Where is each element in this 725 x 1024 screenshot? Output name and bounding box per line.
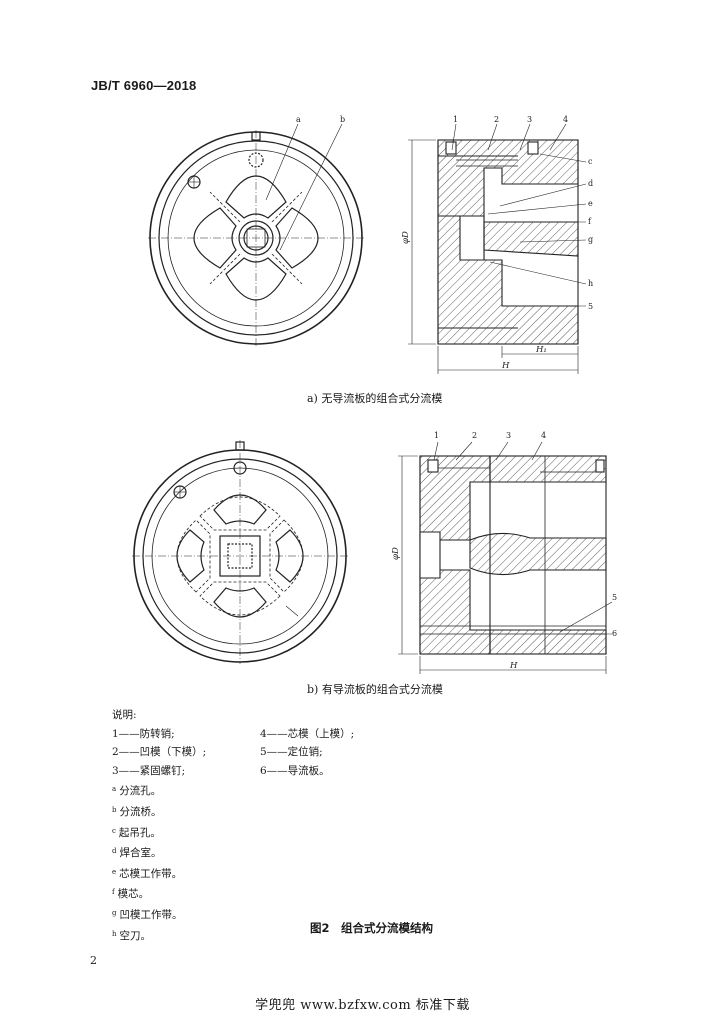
section-view-b — [419, 455, 607, 655]
section-b-label-3: 3 — [506, 431, 511, 440]
legend-item: 3——紧固螺钉; — [112, 764, 186, 777]
section-a-label-2: 2 — [494, 115, 499, 124]
section-leaders-b — [398, 441, 613, 674]
section-a-label-4: 4 — [563, 115, 568, 124]
legend-item: 5——定位销; — [260, 746, 323, 759]
section-a-label-g: g — [588, 235, 593, 244]
dim-h1-a: H₁ — [535, 345, 547, 355]
section-a-label-e: e — [588, 199, 593, 208]
dim-diameter-b: φD — [391, 547, 401, 560]
callout-a: a — [296, 115, 301, 124]
section-a-label-3: 3 — [527, 115, 532, 124]
notes-block: 说明: 1——防转销; 4——芯模（上模）; 2——凹模（下模）; 5——定位销… — [112, 706, 400, 945]
figure-a-caption: a) 无导流板的组合式分流模 — [307, 392, 443, 405]
section-a-label-1: 1 — [453, 115, 458, 124]
dim-h-b: H — [509, 661, 518, 671]
figure-title: 图2 组合式分流模结构 — [310, 921, 434, 935]
figure-b-drawing: 1 2 3 4 5 6 φD H — [132, 431, 617, 674]
front-view-a — [148, 123, 364, 346]
dim-diameter-a: φD — [401, 231, 411, 244]
legend-list: 1——防转销; 4——芯模（上模）; 2——凹模（下模）; 5——定位销; 3—… — [112, 725, 400, 781]
legend-item: 2——凹模（下模）; — [112, 746, 207, 759]
section-a-label-5: 5 — [588, 302, 593, 311]
front-view-b — [132, 440, 348, 664]
legend-item: 4——芯模（上模）; — [260, 727, 355, 740]
figure-b-caption: b) 有导流板的组合式分流模 — [307, 683, 443, 696]
page-number: 2 — [90, 954, 97, 967]
standard-number: JB/T 6960—2018 — [91, 78, 197, 93]
section-a-label-d: d — [588, 179, 593, 188]
dim-h-a: H — [501, 361, 510, 371]
section-a-label-c: c — [588, 157, 593, 166]
section-b-label-6: 6 — [612, 629, 617, 638]
callout-b: b — [340, 115, 345, 124]
section-leaders-a — [408, 123, 587, 374]
notes-title: 说明: — [112, 709, 137, 721]
section-b-label-2: 2 — [472, 431, 477, 440]
footer-watermark: 学兜兜 www.bzfxw.com 标准下载 — [255, 998, 470, 1013]
section-b-label-5: 5 — [612, 593, 617, 602]
legend-item: 1——防转销; — [112, 727, 175, 740]
figure-a-drawing: a b 1 2 3 4 5 c d — [148, 115, 593, 374]
section-b-label-4: 4 — [541, 431, 546, 440]
section-b-label-1: 1 — [434, 431, 439, 440]
section-a-label-h: h — [588, 279, 593, 288]
legend-item: 6——导流板。 — [260, 764, 330, 777]
section-a-label-f: f — [588, 217, 592, 226]
section-view-a — [437, 139, 579, 345]
